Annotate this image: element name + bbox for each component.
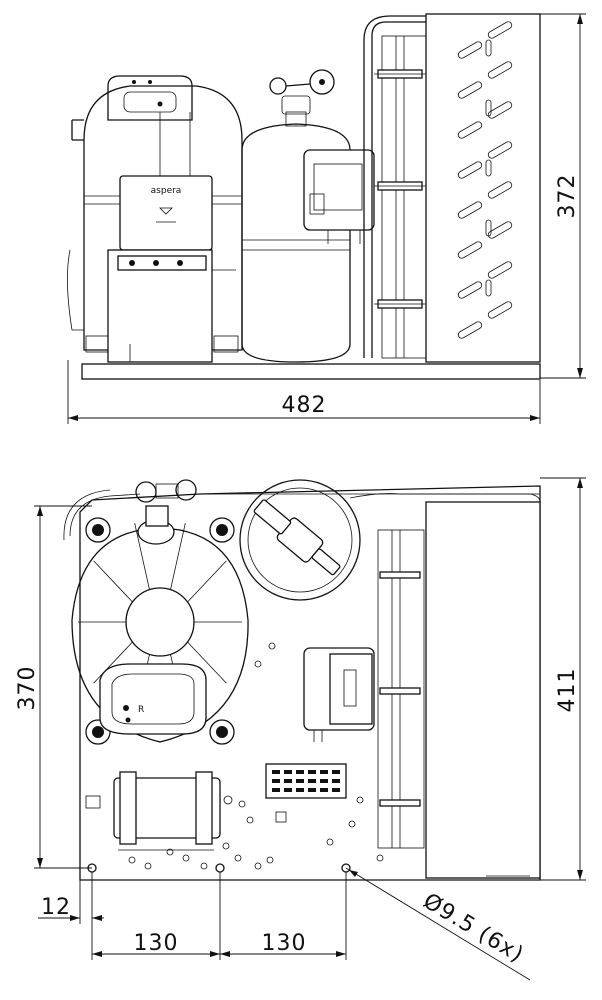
plate-bar bbox=[308, 770, 316, 774]
plate-bar bbox=[332, 788, 340, 792]
guard-slot bbox=[457, 161, 483, 179]
small-hole bbox=[144, 862, 152, 870]
small-hole bbox=[326, 838, 334, 846]
top-label-plate bbox=[265, 763, 347, 823]
small-hole bbox=[246, 816, 254, 824]
hole-callout-label: Ø9.5 (6x) bbox=[419, 889, 528, 968]
dim-depth-label: 370 bbox=[15, 666, 40, 711]
dim-offset-12: 12 bbox=[38, 872, 104, 960]
small-hole bbox=[182, 854, 190, 862]
compressor-rib bbox=[93, 560, 133, 603]
top-fan-motor bbox=[303, 647, 375, 742]
plate-bar bbox=[332, 779, 340, 783]
dim-spacing-2-label: 130 bbox=[262, 931, 307, 956]
dim-width-411: 411 bbox=[540, 477, 586, 881]
side-fan-guard bbox=[425, 13, 541, 363]
guard-slot bbox=[485, 159, 492, 177]
guard-slot bbox=[457, 241, 483, 259]
guard-slot bbox=[487, 221, 513, 239]
plate-bar bbox=[272, 788, 280, 792]
plate-bar bbox=[320, 779, 328, 783]
dim-spacing: 130 130 bbox=[92, 872, 347, 960]
dim-height-label: 372 bbox=[555, 174, 580, 219]
guard-slot bbox=[487, 301, 513, 319]
top-scatter-holes bbox=[128, 642, 384, 870]
plate-bar bbox=[332, 770, 340, 774]
top-condenser bbox=[349, 493, 541, 879]
hole-callout: Ø9.5 (6x) bbox=[345, 867, 531, 981]
small-hole bbox=[128, 856, 136, 864]
guard-slot bbox=[485, 39, 492, 57]
guard-slot bbox=[457, 201, 483, 219]
side-electrical-box: aspera bbox=[107, 175, 236, 363]
plate-bar bbox=[272, 770, 280, 774]
side-receiver-tank bbox=[241, 69, 351, 363]
small-hole bbox=[234, 854, 242, 862]
plate-bar bbox=[296, 788, 304, 792]
dim-width-411-label: 411 bbox=[555, 668, 580, 713]
compressor-rib bbox=[187, 641, 227, 684]
side-view: aspera bbox=[67, 13, 586, 424]
guard-slot bbox=[457, 321, 483, 339]
plate-bar bbox=[284, 788, 292, 792]
guard-slot bbox=[485, 99, 492, 117]
guard-slot bbox=[487, 21, 513, 39]
top-valves bbox=[63, 479, 197, 541]
small-hole bbox=[238, 800, 246, 808]
dim-height-372: 372 bbox=[540, 13, 586, 379]
plate-bar bbox=[308, 788, 316, 792]
plate-bar bbox=[320, 770, 328, 774]
guard-slot bbox=[457, 121, 483, 139]
compressor-rib bbox=[134, 523, 150, 590]
small-hole bbox=[166, 848, 174, 856]
small-hole bbox=[222, 842, 230, 850]
plate-bar bbox=[296, 770, 304, 774]
top-electrical-box bbox=[85, 771, 233, 851]
guard-slot bbox=[487, 141, 513, 159]
guard-slot bbox=[487, 181, 513, 199]
dim-offset-label: 12 bbox=[41, 895, 71, 920]
plate-bar bbox=[320, 788, 328, 792]
guard-slot bbox=[487, 61, 513, 79]
top-receiver-tank bbox=[239, 479, 361, 601]
dim-width-482: 482 bbox=[67, 360, 541, 424]
compressor-rib bbox=[187, 560, 227, 603]
guard-slot bbox=[487, 261, 513, 279]
mounting-hole bbox=[215, 863, 225, 873]
guard-slot bbox=[457, 281, 483, 299]
side-compressor bbox=[67, 75, 243, 353]
guard-slot bbox=[457, 81, 483, 99]
guard-slot bbox=[485, 219, 492, 237]
plate-bar bbox=[308, 779, 316, 783]
compressor-rib bbox=[93, 641, 133, 684]
dim-width-label: 482 bbox=[282, 393, 327, 418]
guard-slot bbox=[457, 41, 483, 59]
top-view: R bbox=[15, 477, 586, 981]
dim-spacing-1-label: 130 bbox=[134, 931, 179, 956]
small-hole bbox=[356, 796, 364, 804]
svg-text:R: R bbox=[138, 705, 144, 715]
small-hole bbox=[376, 854, 384, 862]
side-base-plate bbox=[81, 363, 541, 380]
plate-bar bbox=[272, 779, 280, 783]
small-hole bbox=[268, 642, 276, 650]
compressor-brand-label: aspera bbox=[151, 186, 182, 196]
small-hole bbox=[266, 856, 274, 864]
guard-slot bbox=[487, 101, 513, 119]
small-hole bbox=[200, 862, 208, 870]
plate-bar bbox=[296, 779, 304, 783]
dim-depth-370: 370 bbox=[15, 505, 92, 869]
small-hole bbox=[254, 862, 262, 870]
guard-slot bbox=[485, 279, 492, 297]
plate-bar bbox=[284, 770, 292, 774]
mounting-holes bbox=[87, 863, 351, 873]
plate-bar bbox=[284, 779, 292, 783]
small-hole bbox=[254, 660, 262, 668]
top-compressor: R bbox=[71, 505, 249, 745]
compressor-rib bbox=[170, 523, 186, 590]
small-hole bbox=[348, 820, 356, 828]
side-fan-motor bbox=[303, 149, 375, 244]
